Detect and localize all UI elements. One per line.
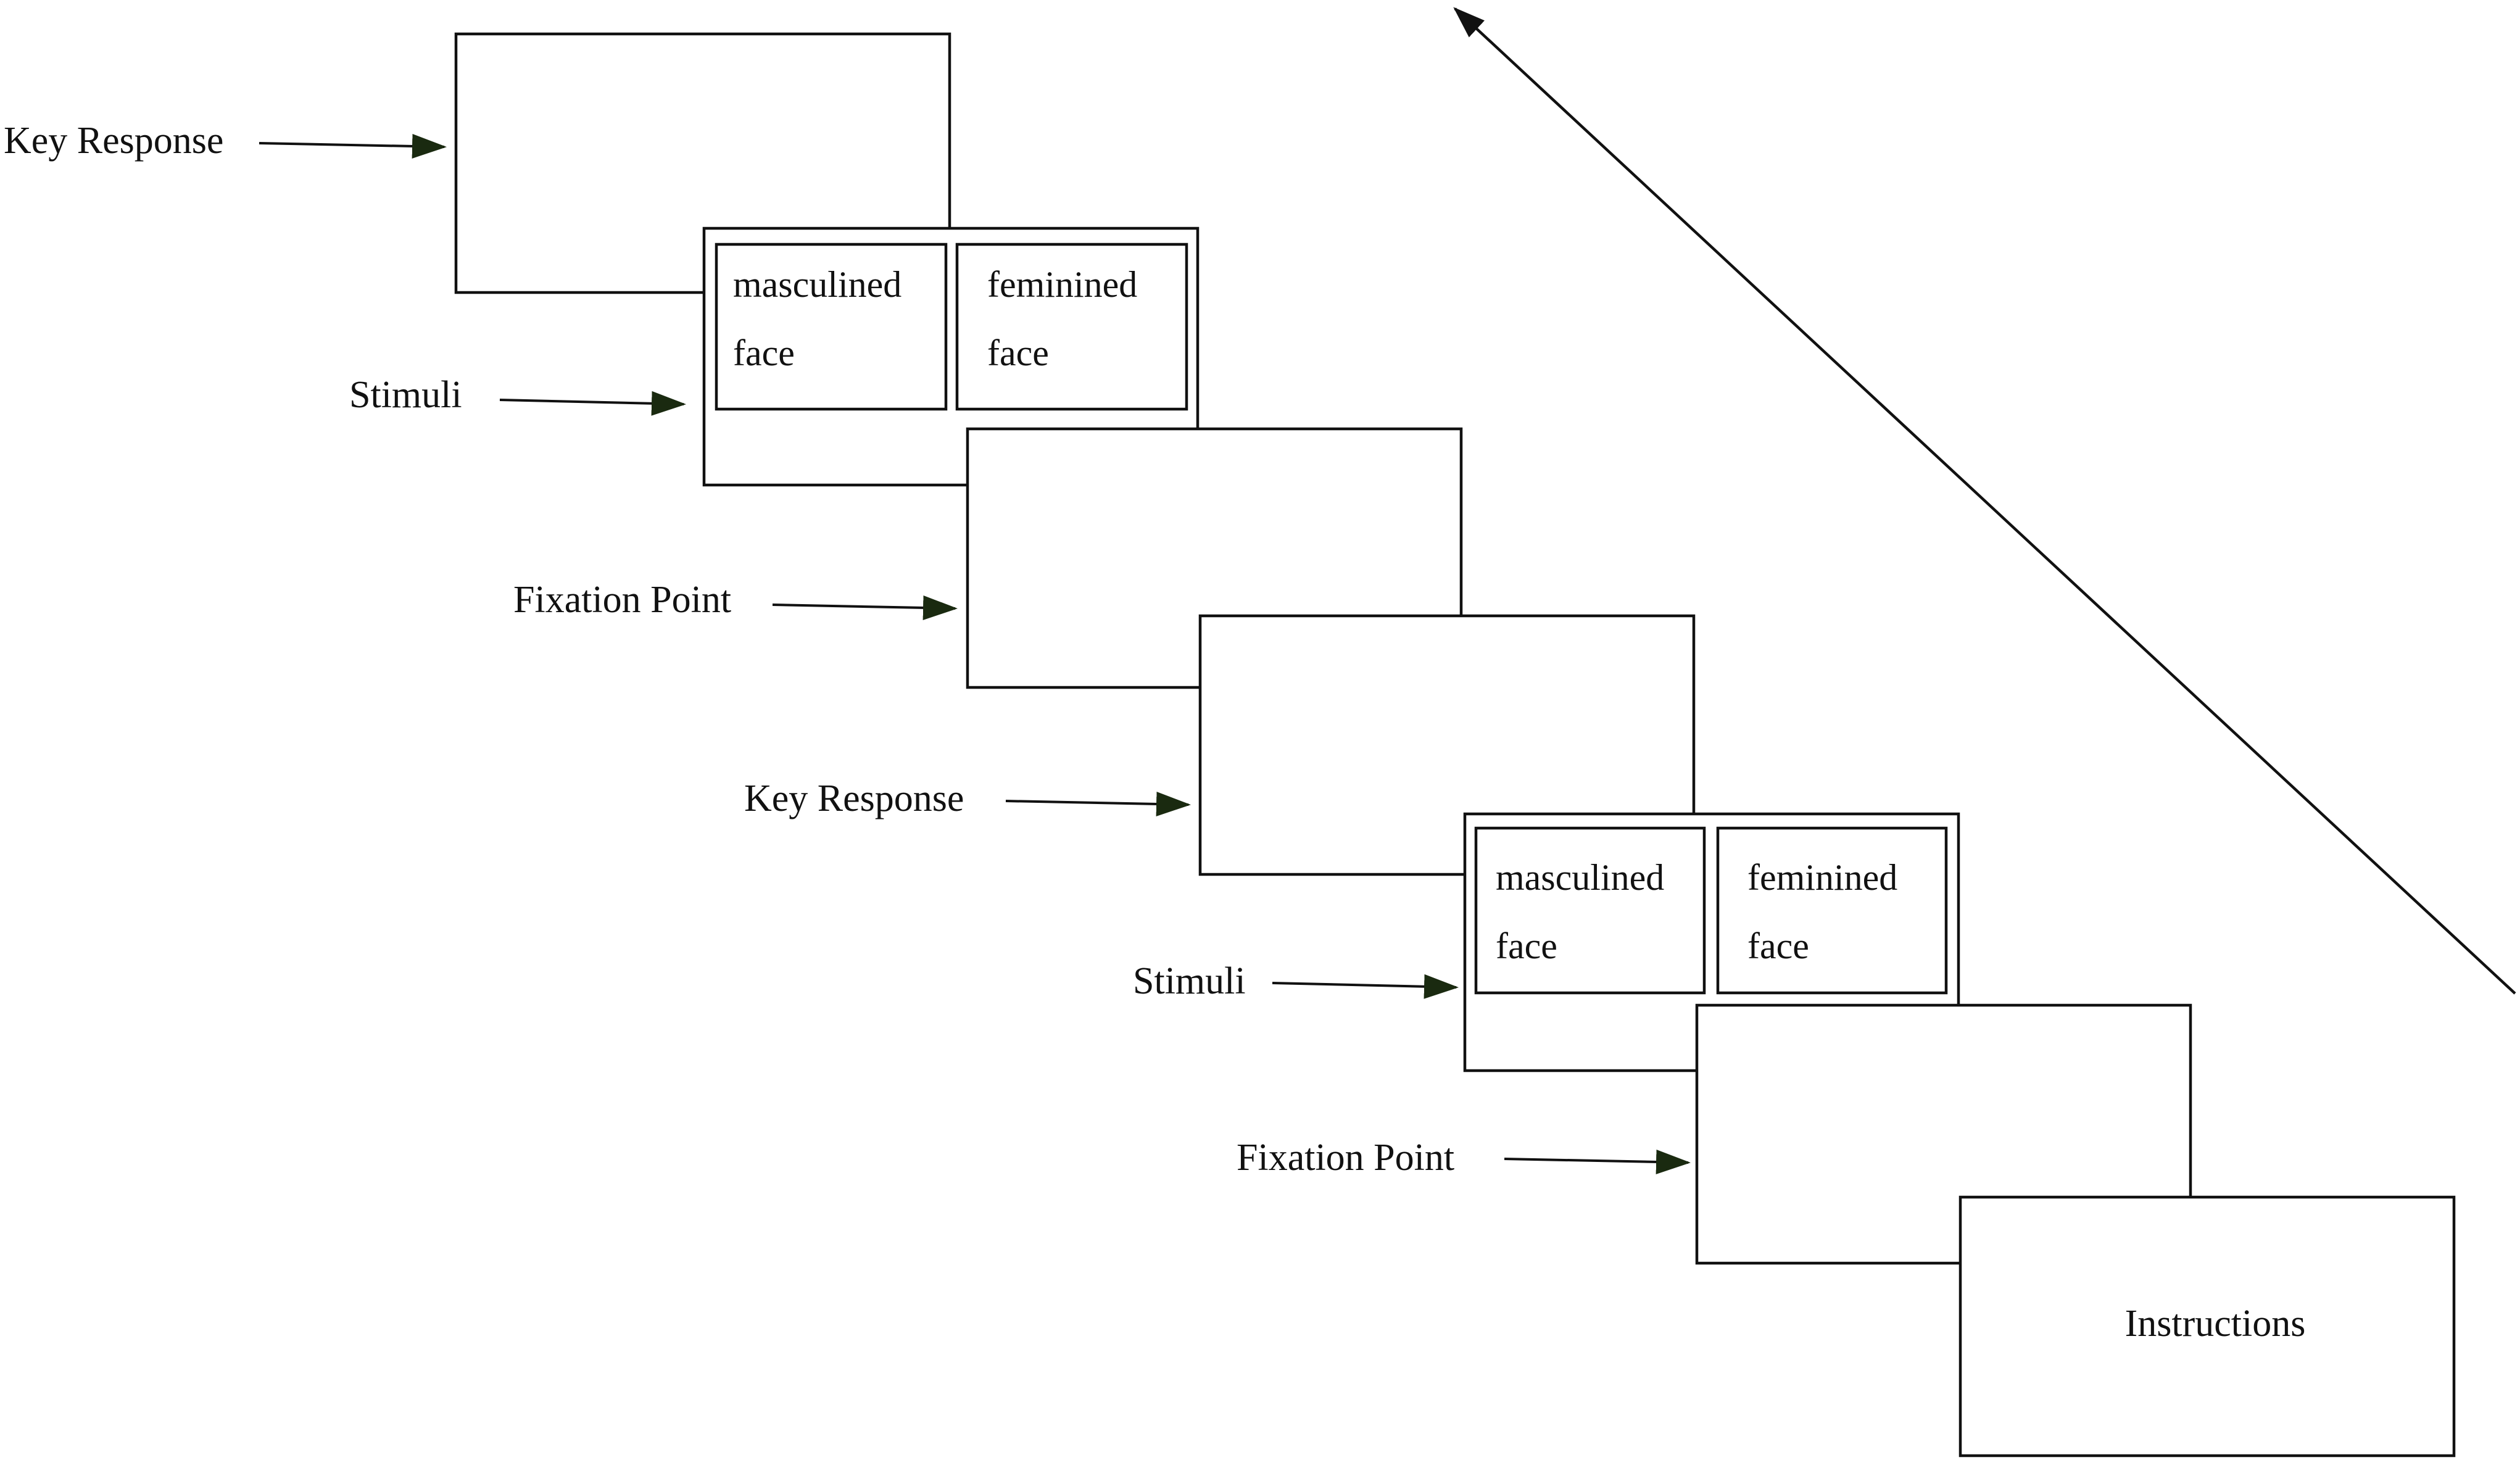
key-response-arrow-2 <box>1005 791 1191 816</box>
key-response-label-1: Key Response <box>4 120 223 162</box>
stimuli-arrow-2 <box>1272 974 1459 999</box>
fixation-point-label-1: Fixation Point <box>513 579 731 621</box>
feminined-face-label-2-line2: face <box>1747 926 1809 966</box>
feminined-face-label-1-line2: face <box>987 333 1049 373</box>
fixation-point-arrow-2 <box>1504 1149 1691 1174</box>
feminined-face-box-1 <box>955 243 1188 411</box>
stimuli-frame-1: masculined face feminined face <box>702 226 1200 487</box>
stimuli-arrow-1 <box>499 391 686 416</box>
masculined-face-box-2 <box>1474 826 1706 995</box>
instructions-label: Instructions <box>2125 1303 2306 1345</box>
time-arrow <box>1453 7 2516 995</box>
feminined-face-label-1-line1: feminined <box>987 264 1137 305</box>
masculined-face-label-2-line2: face <box>1496 926 1557 966</box>
instructions-frame: Instructions <box>1958 1195 2456 1458</box>
key-response-arrow-1 <box>259 133 447 159</box>
key-response-label-2: Key Response <box>744 778 964 819</box>
stimuli-label-2: Stimuli <box>1133 960 1246 1002</box>
fixation-point-label-2: Fixation Point <box>1237 1137 1454 1179</box>
masculined-face-box-1 <box>715 243 948 411</box>
fixation-point-arrow-1 <box>772 595 958 620</box>
stimuli-label-1: Stimuli <box>349 374 462 416</box>
masculined-face-label-2-line1: masculined <box>1496 857 1664 898</box>
masculined-face-label-1-line2: face <box>733 333 795 373</box>
masculined-face-label-1-line1: masculined <box>733 264 901 305</box>
feminined-face-label-2-line1: feminined <box>1747 857 1897 898</box>
feminined-face-box-2 <box>1716 826 1948 995</box>
